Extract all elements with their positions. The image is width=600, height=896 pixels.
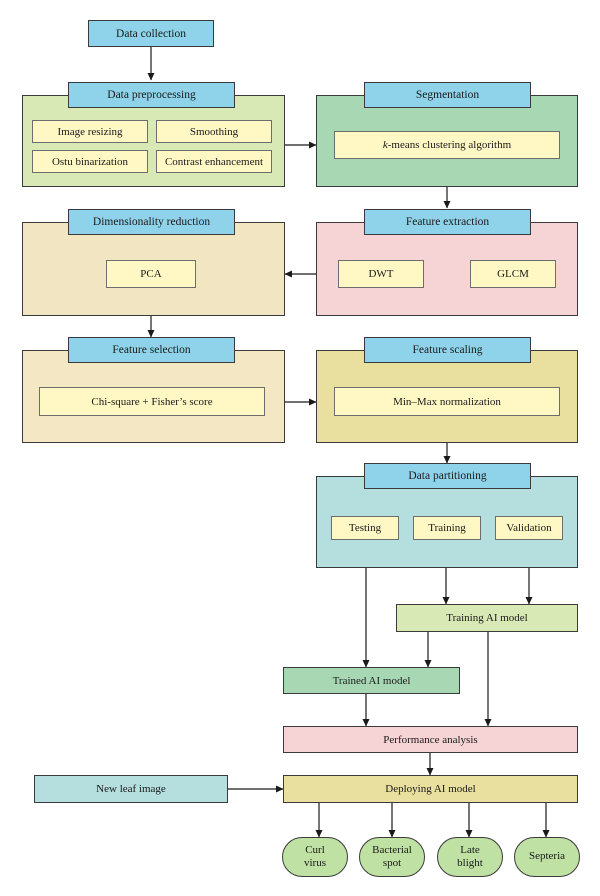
kmeans-k-letter: k	[382, 139, 388, 151]
curl-virus-line2: virus	[304, 857, 326, 869]
data-preprocessing-header: Data preprocessing	[68, 82, 235, 108]
segmentation-header: Segmentation	[364, 82, 531, 108]
bacterial-spot-line2: spot	[382, 857, 402, 869]
chi-square-fisher-chip: Chi-square + Fisher’s score	[39, 387, 265, 416]
otsu-binarization-chip: Ostu binarization	[32, 150, 148, 173]
min-max-normalization-chip: Min–Max normalization	[334, 387, 560, 416]
late-blight-line2: blight	[457, 857, 483, 869]
deploying-ai-model-box: Deploying AI model	[283, 775, 578, 803]
trained-ai-model-box: Trained AI model	[283, 667, 460, 694]
dwt-chip: DWT	[338, 260, 424, 288]
late-blight-line1: Late	[460, 843, 480, 856]
image-resizing-chip: Image resizing	[32, 120, 148, 143]
testing-chip: Testing	[331, 516, 399, 540]
feature-selection-header: Feature selection	[68, 337, 235, 363]
new-leaf-image-box: New leaf image	[34, 775, 228, 803]
curl-virus-line1: Curl	[305, 843, 325, 856]
kmeans-clustering-chip: k-means clustering algorithm	[334, 131, 560, 159]
output-septeria: Septeria	[514, 837, 580, 877]
smoothing-chip: Smoothing	[156, 120, 272, 143]
data-partitioning-header: Data partitioning	[364, 463, 531, 489]
contrast-enhancement-chip: Contrast enhancement	[156, 150, 272, 173]
data-collection-box: Data collection	[88, 20, 214, 47]
training-ai-model-box: Training AI model	[396, 604, 578, 632]
training-chip: Training	[413, 516, 481, 540]
pca-chip: PCA	[106, 260, 196, 288]
septeria-label: Septeria	[528, 850, 566, 863]
glcm-chip: GLCM	[470, 260, 556, 288]
kmeans-label: -means clustering algorithm	[387, 139, 512, 151]
validation-chip: Validation	[495, 516, 563, 540]
feature-scaling-header: Feature scaling	[364, 337, 531, 363]
feature-extraction-header: Feature extraction	[364, 209, 531, 235]
dimensionality-reduction-header: Dimensionality reduction	[68, 209, 235, 235]
bacterial-spot-line1: Bacterial	[372, 843, 412, 856]
performance-analysis-box: Performance analysis	[283, 726, 578, 753]
